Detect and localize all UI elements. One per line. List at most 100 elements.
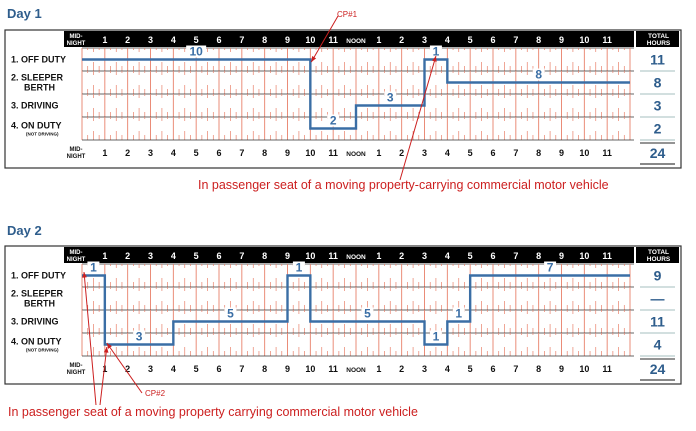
status-row-label: 4. ON DUTY xyxy=(11,337,62,347)
segment-label-bg xyxy=(429,330,442,343)
hour-label-bottom: 6 xyxy=(490,148,495,158)
checkpoint-label: CP#1 xyxy=(337,10,358,19)
day-2-title: Day 2 xyxy=(7,223,42,238)
hour-label-top: 2 xyxy=(125,35,130,45)
hour-label-top: 7 xyxy=(513,251,518,261)
hour-label-bottom: 5 xyxy=(194,364,199,374)
hour-label-top: 1 xyxy=(376,35,381,45)
hour-label-top: 10 xyxy=(305,251,315,261)
hour-label-top: NOON xyxy=(346,38,366,45)
hour-label-bottom: 3 xyxy=(422,148,427,158)
hour-label-bottom: 11 xyxy=(602,148,612,158)
hour-label-top: 5 xyxy=(194,35,199,45)
arrow-head xyxy=(106,343,112,349)
hour-label-top: 6 xyxy=(216,251,221,261)
hour-label-bottom: 7 xyxy=(239,148,244,158)
grand-total-value: 24 xyxy=(650,361,666,377)
segment-hours-label: 1 xyxy=(433,330,440,344)
day-2-caption: In passenger seat of a moving property c… xyxy=(8,405,418,419)
hour-label-bottom: NOON xyxy=(346,367,366,374)
hour-label-top: 5 xyxy=(194,251,199,261)
arrow-head xyxy=(82,272,87,278)
hour-label-bottom: 10 xyxy=(579,148,589,158)
status-row-label: 3. DRIVING xyxy=(11,317,59,327)
hour-label-top: 5 xyxy=(468,251,473,261)
hour-label-bottom: 8 xyxy=(536,364,541,374)
day-1-log: TOTALHOURSMID-NIGHTMID-NIGHT112233445566… xyxy=(4,29,682,169)
hour-label-bottom: MID- xyxy=(70,147,83,153)
hour-label-top: 10 xyxy=(579,251,589,261)
hour-label-bottom: 4 xyxy=(171,148,176,158)
hour-label-top: 7 xyxy=(513,35,518,45)
hour-label-bottom: 9 xyxy=(559,364,564,374)
hour-label-bottom: 5 xyxy=(468,364,473,374)
hour-label-bottom: 6 xyxy=(216,364,221,374)
status-row-label: 1. OFF DUTY xyxy=(11,271,66,281)
arrow-head xyxy=(311,56,317,62)
hour-label-bottom: 8 xyxy=(536,148,541,158)
hour-label-top: 11 xyxy=(328,251,338,261)
segment-hours-label: 1 xyxy=(90,261,97,275)
status-row-sublabel: (NOT DRIVING) xyxy=(26,348,59,353)
hour-header-bar xyxy=(64,247,634,263)
hour-label-bottom: 9 xyxy=(285,364,290,374)
hour-label-top: NIGHT xyxy=(67,41,86,47)
hour-label-top: 1 xyxy=(102,251,107,261)
day-2-log: TOTALHOURSMID-NIGHTMID-NIGHT112233445566… xyxy=(4,245,682,385)
segment-hours-label: 5 xyxy=(227,307,234,321)
hour-label-top: 4 xyxy=(445,35,450,45)
checkpoint-arrow xyxy=(106,342,143,394)
segment-hours-label: 7 xyxy=(547,261,554,275)
total-hours-value: 8 xyxy=(654,75,662,91)
status-row-label: 2. SLEEPER xyxy=(11,73,64,83)
hour-label-bottom: 6 xyxy=(216,148,221,158)
hour-label-top: 3 xyxy=(422,35,427,45)
total-hours-value: 11 xyxy=(650,52,665,68)
hour-label-bottom: 1 xyxy=(102,148,107,158)
duty-status-line xyxy=(82,58,630,130)
arrow-head xyxy=(432,56,437,62)
status-row-label: 4. ON DUTY xyxy=(11,121,62,131)
hour-label-top: MID- xyxy=(70,250,83,256)
hour-label-bottom: 8 xyxy=(262,364,267,374)
hour-label-bottom: 5 xyxy=(194,148,199,158)
hour-label-top: 6 xyxy=(216,35,221,45)
hour-label-top: 11 xyxy=(602,35,612,45)
day-1-title: Day 1 xyxy=(7,6,42,21)
hour-label-top: 10 xyxy=(305,35,315,45)
hour-label-top: 2 xyxy=(399,251,404,261)
segment-hours-label: 1 xyxy=(296,261,303,275)
hour-label-bottom: 8 xyxy=(262,148,267,158)
segment-label-bg xyxy=(292,261,305,274)
segment-hours-label: 2 xyxy=(330,114,337,128)
hour-label-top: 2 xyxy=(125,251,130,261)
hour-label-top: 6 xyxy=(490,35,495,45)
hour-label-bottom: 10 xyxy=(305,148,315,158)
hour-label-top: 7 xyxy=(239,251,244,261)
hour-label-bottom: 5 xyxy=(468,148,473,158)
status-row-label: 2. SLEEPER xyxy=(11,289,64,299)
hour-label-bottom: 9 xyxy=(285,148,290,158)
hour-label-bottom: 4 xyxy=(445,364,450,374)
total-hours-label: HOURS xyxy=(647,40,671,47)
hour-label-bottom: 3 xyxy=(422,364,427,374)
total-hours-value: 4 xyxy=(654,337,662,353)
segment-hours-label: 10 xyxy=(189,45,203,59)
hour-label-top: 4 xyxy=(445,251,450,261)
total-hours-label: TOTAL xyxy=(648,33,669,40)
hour-label-bottom: 1 xyxy=(102,364,107,374)
hour-label-bottom: NIGHT xyxy=(67,370,86,376)
status-row-sublabel: (NOT DRIVING) xyxy=(26,132,59,137)
hour-label-top: 10 xyxy=(579,35,589,45)
hour-label-bottom: 7 xyxy=(513,148,518,158)
hour-label-bottom: 1 xyxy=(376,364,381,374)
segment-hours-label: 3 xyxy=(387,91,394,105)
hour-label-bottom: 11 xyxy=(602,364,612,374)
total-hours-header-bar xyxy=(636,31,679,47)
hour-label-top: 8 xyxy=(262,35,267,45)
status-row-label: 1. OFF DUTY xyxy=(11,55,66,65)
hour-label-bottom: MID- xyxy=(70,363,83,369)
duty-status-line xyxy=(82,274,630,346)
segment-hours-label: 5 xyxy=(364,307,371,321)
